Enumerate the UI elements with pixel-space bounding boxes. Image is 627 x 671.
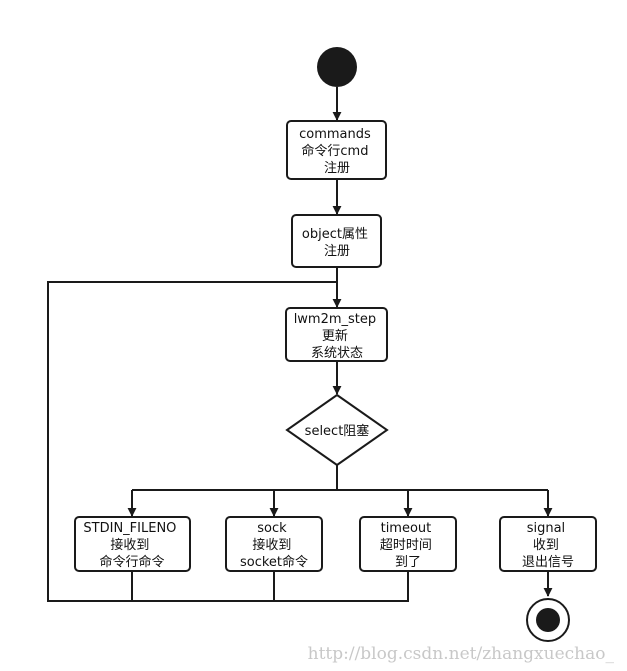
node-select-line-1: select阻塞 [305, 423, 370, 439]
node-sock-line-3: socket命令 [240, 554, 308, 570]
node-sock-line-2: 接收到 [252, 537, 291, 553]
node-timeout-label: timeout 超时时间 到了 [380, 521, 436, 570]
node-select: select阻塞 [285, 393, 389, 467]
node-sock: sock 接收到 socket命令 [225, 516, 323, 572]
node-sock-line-1: sock [257, 521, 287, 536]
node-commands-line-1: commands [299, 127, 371, 142]
node-step-line-1: lwm2m_step [294, 312, 376, 327]
node-stdin: STDIN_FILENO 接收到 命令行命令 [74, 516, 191, 572]
node-step-label: lwm2m_step 更新 系统状态 [294, 312, 381, 361]
edges [47, 87, 553, 602]
watermark-text: http://blog.csdn.net/zhangxuechao_ [308, 644, 615, 664]
node-step-line-2: 更新 [322, 328, 348, 344]
node-commands-line-3: 注册 [324, 161, 350, 176]
node-step: lwm2m_step 更新 系统状态 [285, 307, 388, 362]
node-signal-line-1: signal [527, 521, 565, 536]
node-select-label: select阻塞 [305, 423, 370, 439]
node-timeout: timeout 超时时间 到了 [359, 516, 457, 572]
node-stdin-line-3: 命令行命令 [99, 554, 164, 570]
node-object-line-2: 注册 [324, 244, 350, 259]
node-signal-line-2: 收到 [533, 538, 559, 553]
loop-timeout-return [48, 572, 409, 602]
node-timeout-line-3: 到了 [395, 555, 421, 570]
node-stdin-line-1: STDIN_FILENO [83, 521, 176, 536]
node-sock-label: sock 接收到 socket命令 [240, 521, 308, 570]
node-signal: signal 收到 退出信号 [499, 516, 597, 572]
node-object-label: object属性 注册 [302, 227, 372, 259]
node-signal-line-3: 退出信号 [522, 555, 574, 570]
node-commands: commands 命令行cmd 注册 [286, 120, 387, 180]
node-signal-label: signal 收到 退出信号 [522, 521, 574, 570]
node-stdin-label: STDIN_FILENO 接收到 命令行命令 [83, 521, 180, 570]
end-node [526, 598, 570, 642]
node-timeout-line-2: 超时时间 [380, 538, 432, 553]
node-step-line-3: 系统状态 [311, 346, 363, 361]
node-commands-line-2: 命令行cmd [301, 143, 368, 159]
node-object-line-1: object属性 [302, 227, 368, 242]
node-commands-label: commands 命令行cmd 注册 [299, 127, 375, 176]
node-timeout-line-1: timeout [381, 521, 432, 536]
start-node [317, 47, 357, 87]
node-object: object属性 注册 [291, 214, 382, 268]
node-stdin-line-2: 接收到 [110, 537, 149, 553]
